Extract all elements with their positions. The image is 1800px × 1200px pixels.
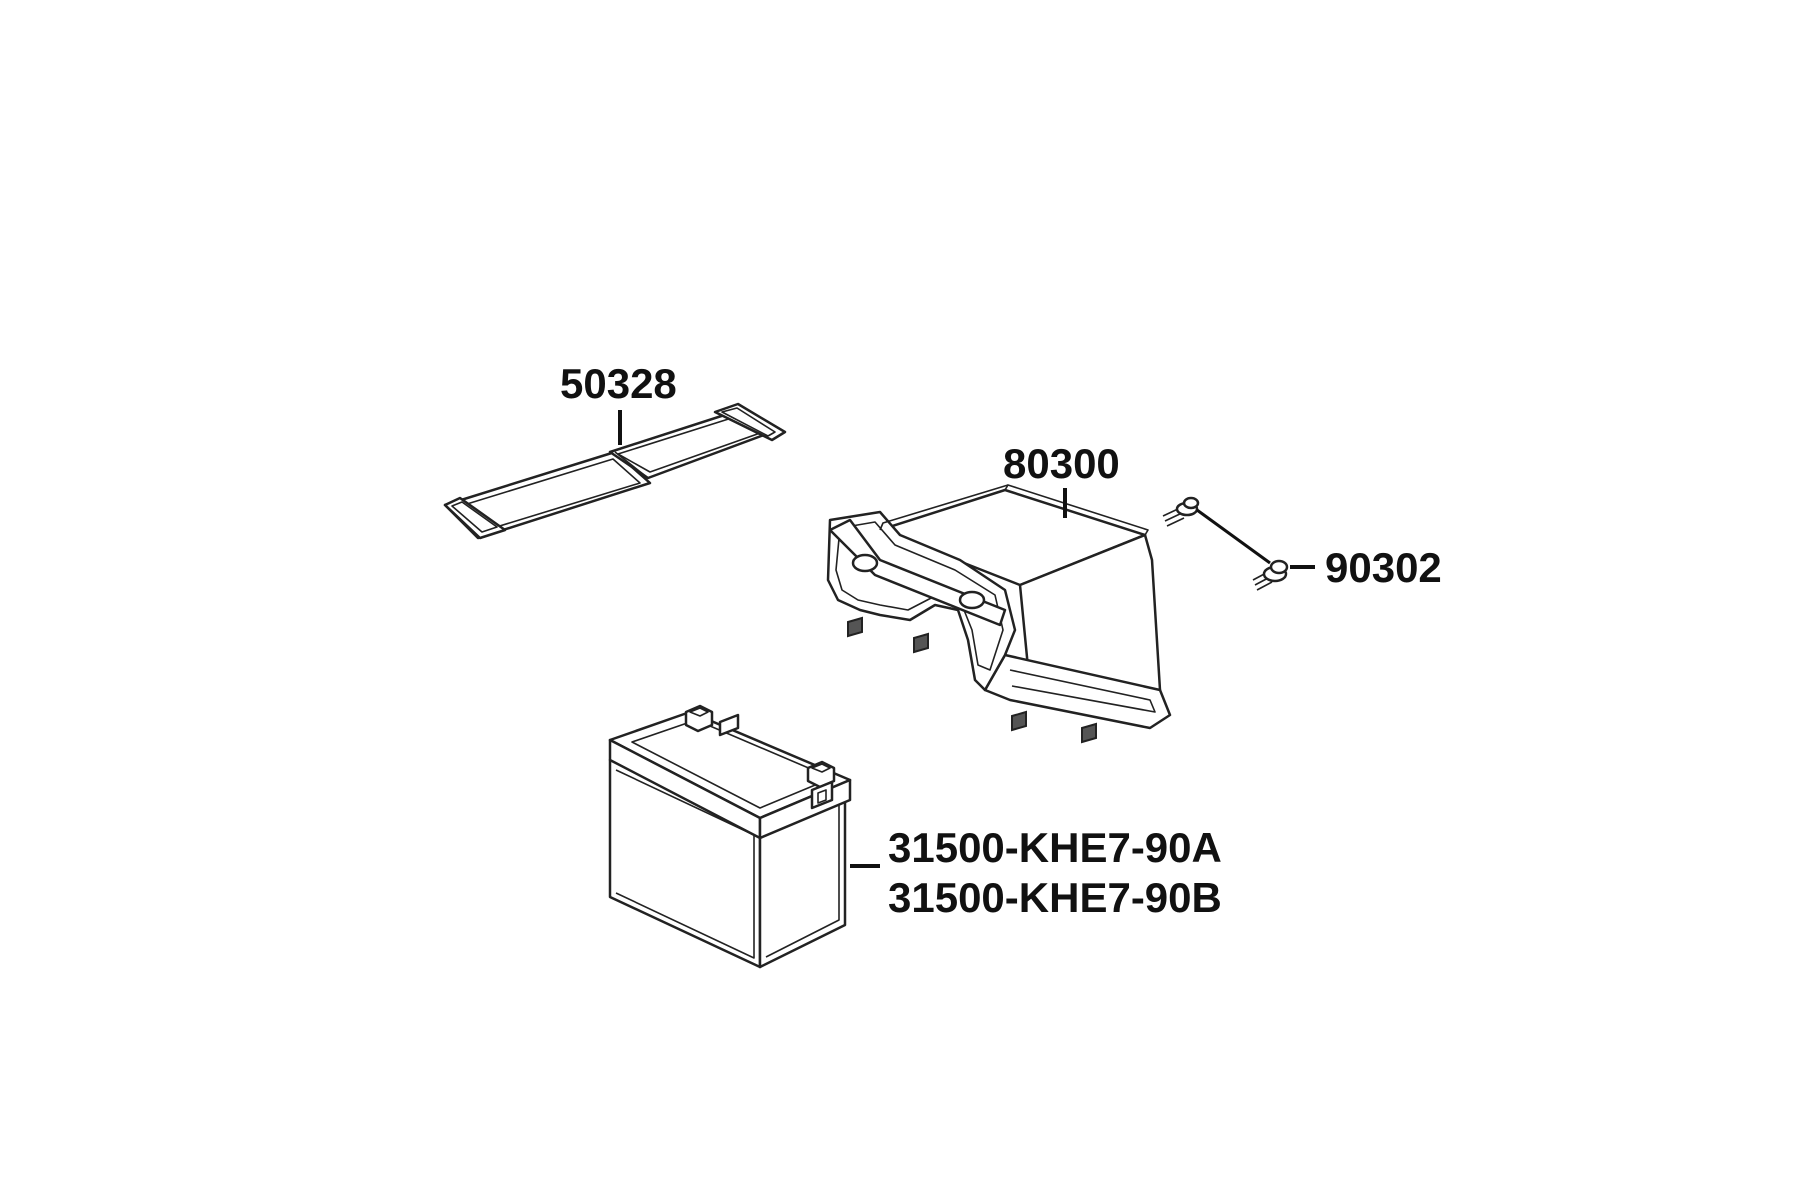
screw-drawing-upper — [1162, 496, 1200, 527]
label-50328: 50328 — [560, 360, 677, 407]
battery-strap-drawing — [443, 402, 787, 540]
label-80300: 80300 — [1003, 440, 1120, 487]
label-90302: 90302 — [1325, 544, 1442, 591]
screw-drawing-lower — [1252, 559, 1289, 591]
battery-drawing — [608, 704, 852, 969]
screw-axis-line — [1196, 508, 1271, 565]
battery-cover-drawing — [826, 484, 1172, 744]
label-31500-90A: 31500-KHE7-90A — [888, 824, 1222, 871]
label-31500-90B: 31500-KHE7-90B — [888, 874, 1222, 921]
